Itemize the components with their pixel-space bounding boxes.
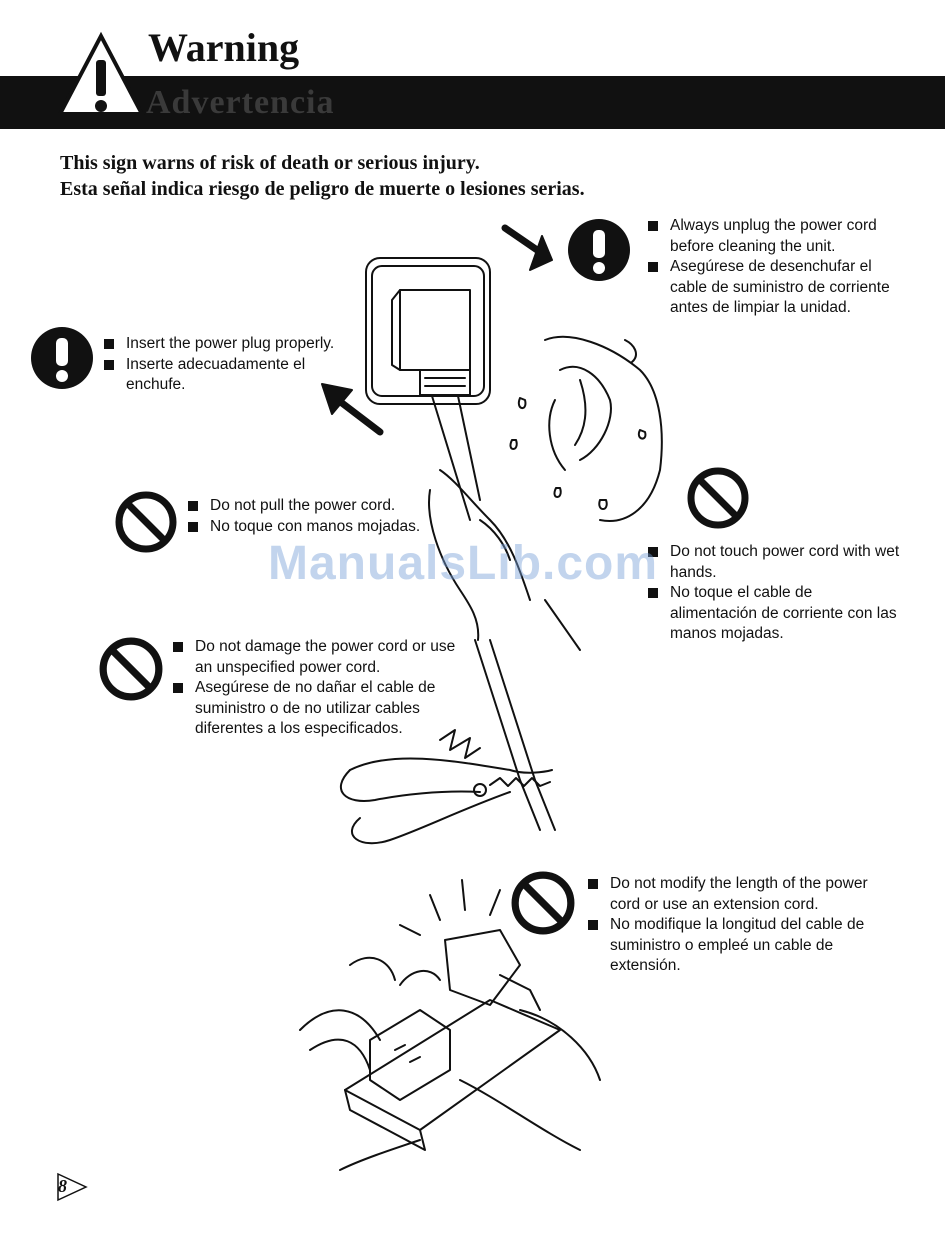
prohibition-icon — [511, 871, 575, 935]
wall-outlet-illustration — [365, 257, 491, 521]
warning-modify: Do not modify the length of the power co… — [588, 874, 888, 977]
sign-text-es: Esta señal indica riesgo de peligro de m… — [60, 178, 585, 200]
wet-hand-illustration — [509, 335, 663, 522]
warning-wet: Do not touch power cord with wet hands. … — [648, 542, 903, 645]
power-strip-illustration — [299, 879, 601, 1171]
page-number: 8 — [58, 1176, 67, 1196]
warning-wet-es: No toque el cable de alimentación de cor… — [648, 583, 903, 645]
arrow-to-unplug — [501, 224, 544, 256]
prohibition-icon — [687, 467, 749, 529]
warning-modify-en: Do not modify the length of the power co… — [588, 874, 888, 915]
warning-insert: Insert the power plug properly. Inserte … — [104, 334, 366, 396]
prohibition-icon — [99, 637, 163, 701]
warning-damage-es: Asegúrese de no dañar el cable de sumini… — [173, 678, 463, 740]
warning-pull-en: Do not pull the power cord. — [188, 496, 428, 517]
warning-insert-en: Insert the power plug properly. — [104, 334, 366, 355]
warning-pull: Do not pull the power cord. No toque con… — [188, 496, 428, 537]
warning-pull-es: No toque con manos mojadas. — [188, 517, 428, 538]
warning-triangle-icon — [58, 31, 146, 116]
warning-wet-en: Do not touch power cord with wet hands. — [648, 542, 903, 583]
arrow-to-outlet — [334, 396, 384, 436]
warning-unplug-es: Asegúrese de desenchufar el cable de sum… — [648, 257, 893, 319]
prohibition-icon — [115, 491, 177, 553]
clipped-cord-illustration — [339, 639, 556, 845]
warning-unplug: Always unplug the power cord before clea… — [648, 216, 893, 319]
header-bar: Advertencia — [0, 76, 945, 129]
arrow-head — [321, 383, 353, 415]
exclamation-circle-icon — [568, 219, 630, 281]
watermark: ManualsLib.com — [268, 537, 659, 590]
warning-unplug-en: Always unplug the power cord before clea… — [648, 216, 893, 257]
header-subtitle: Advertencia — [146, 84, 335, 121]
warning-modify-es: No modifique la longitud del cable de su… — [588, 915, 888, 977]
exclamation-circle-icon — [31, 327, 93, 389]
page-arrow-icon — [57, 1172, 88, 1202]
warning-damage-en: Do not damage the power cord or use an u… — [173, 637, 463, 678]
sign-text-en: This sign warns of risk of death or seri… — [60, 152, 480, 174]
warning-insert-es: Inserte adecuadamente el enchufe. — [104, 355, 366, 396]
pulling-hand-illustration — [428, 469, 581, 651]
page-title: Warning — [148, 25, 300, 70]
warning-damage: Do not damage the power cord or use an u… — [173, 637, 463, 740]
